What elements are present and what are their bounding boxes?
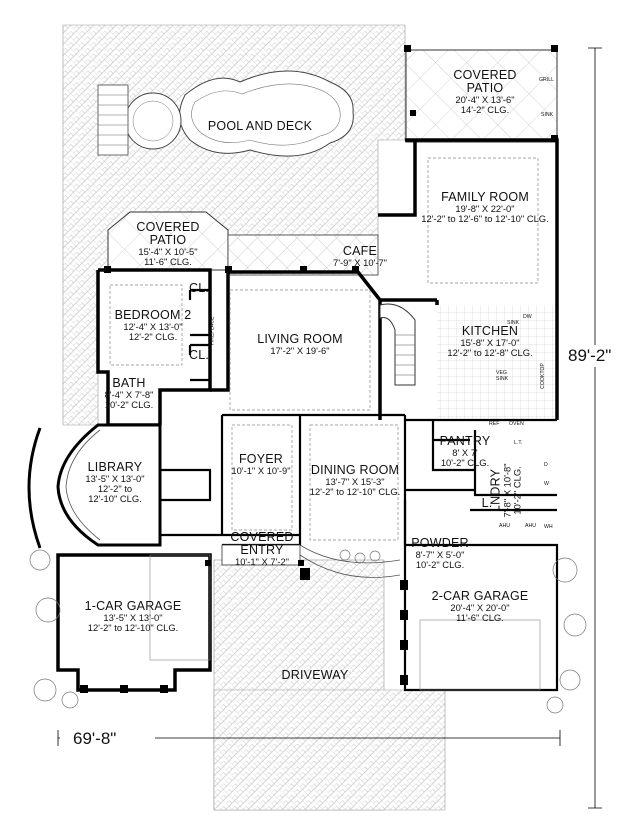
linen-label: L.: [481, 496, 493, 510]
stair: [379, 303, 416, 386]
cooktop-label: COOKTOP: [539, 363, 546, 389]
closet-top-label: CL.: [188, 281, 210, 295]
garage2-label: 2-CAR GARAGE 20'-4" X 20'-0" 11'-6" CLG.: [431, 589, 529, 623]
bedroom2-label: BEDROOM 2 12'-4" X 13'-0" 12'-2" CLG.: [114, 308, 192, 342]
family-room-label: FAMILY ROOM 19'-8" X 22'-0" 12'-2" to 12…: [421, 190, 549, 224]
oven-label: OVEN: [509, 421, 524, 427]
ref-label: REF: [489, 421, 500, 427]
laundry-label: LNDRY 7'-8" X 10'-8" 10'-2" CLG.: [488, 463, 523, 518]
garage1-label: 1-CAR GARAGE 13'-5" X 13'-0" 12'-2" to 1…: [84, 599, 182, 633]
pool-label: POOL AND DECK: [207, 119, 313, 133]
covered-entry-label: COVERED ENTRY 10'-1" X 7'-2": [230, 530, 294, 568]
pool: [179, 70, 354, 157]
ahu1-label: AHU: [499, 523, 510, 529]
grill-label: GRILL: [539, 77, 554, 83]
dw-label: DW: [523, 314, 532, 320]
patio-sink-label: SINK: [541, 112, 554, 118]
covered-patio-left-label: COVERED PATIO 15'-4" X 10'-5" 11'-6" CLG…: [136, 220, 200, 268]
bath-label: BATH 8'-4" X 7'-8" 10'-2" CLG.: [104, 376, 154, 410]
powder-label: POWDER 8'-7" X 5'-0" 10'-2" CLG.: [411, 536, 469, 570]
driveway-apron: [213, 689, 446, 811]
pergola: [97, 84, 129, 156]
main-exterior-wall: [98, 138, 559, 425]
wh-label: WH: [544, 524, 553, 530]
dining-room-label: DINING ROOM 13'-7" X 15'-3" 12'-2" to 12…: [309, 463, 401, 497]
library-label: LIBRARY 13'-5" X 13'-0" 12'-2" to 12'-10…: [85, 460, 145, 504]
closet-bottom-label: CL.: [188, 348, 210, 362]
living-room-label: LIVING ROOM 17'-2" X 19'-6": [257, 332, 343, 357]
fireplace-label: FIREPLACE: [209, 316, 216, 346]
ahu2-label: AHU: [525, 523, 536, 529]
washer-label: W: [544, 481, 549, 487]
dryer-label: D: [544, 462, 548, 468]
kitchen-label: KITCHEN 15'-8" X 17'-0" 12'-2" to 12'-8"…: [447, 324, 533, 358]
foyer-label: FOYER 10'-1" X 10'-9": [231, 452, 291, 477]
lt-label: L.T.: [514, 440, 523, 446]
kitchen-floor: [437, 305, 555, 420]
pantry-label: PANTRY 8' X 7' 10'-2" CLG.: [439, 434, 491, 468]
sink-label: SINK: [507, 320, 520, 326]
library-bay: [56, 423, 162, 547]
covered-patio-right-floor: [405, 49, 558, 143]
width-dimension: 69'-8": [73, 729, 117, 748]
cafe-label: CAFE 7'-9" X 10'-7": [332, 244, 387, 269]
veg-sink-label: VEG SINK: [496, 370, 509, 382]
depth-dimension: 89'-2": [568, 345, 612, 367]
driveway-label: DRIVEWAY: [281, 668, 349, 682]
covered-patio-right-label: COVERED PATIO 20'-4" X 13'-6" 14'-2" CLG…: [453, 68, 517, 116]
